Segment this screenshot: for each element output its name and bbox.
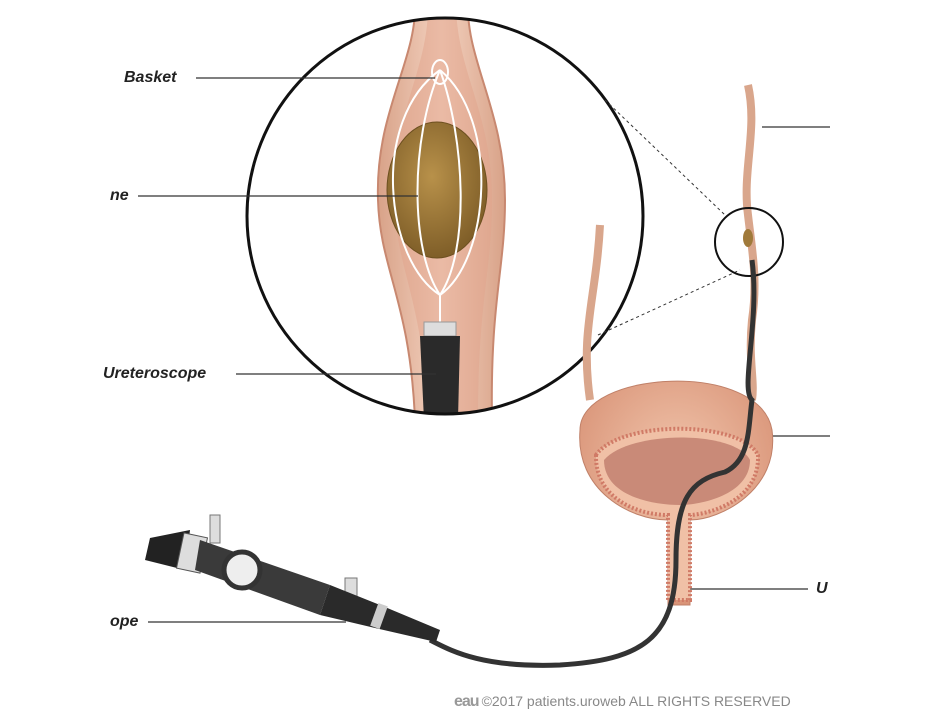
label-stone: ne (110, 187, 129, 204)
label-ureteroscope: Ureteroscope (103, 365, 207, 382)
label-urethra: U (816, 580, 828, 597)
ureteroscope (145, 514, 440, 642)
basket (392, 59, 483, 325)
eau-logo: eau (454, 693, 480, 710)
copyright-footer: eau©2017 patients.uroweb ALL RIGHTS RESE… (454, 693, 791, 711)
label-scope: ope (110, 613, 139, 630)
leader-lines (138, 77, 830, 623)
ureteroscope-tip (423, 321, 457, 337)
stone (386, 121, 488, 259)
magnified-ureter (376, 18, 507, 414)
label-basket: Basket (124, 69, 177, 86)
copyright-text: ©2017 patients.uroweb ALL RIGHTS RESERVE… (481, 693, 791, 709)
